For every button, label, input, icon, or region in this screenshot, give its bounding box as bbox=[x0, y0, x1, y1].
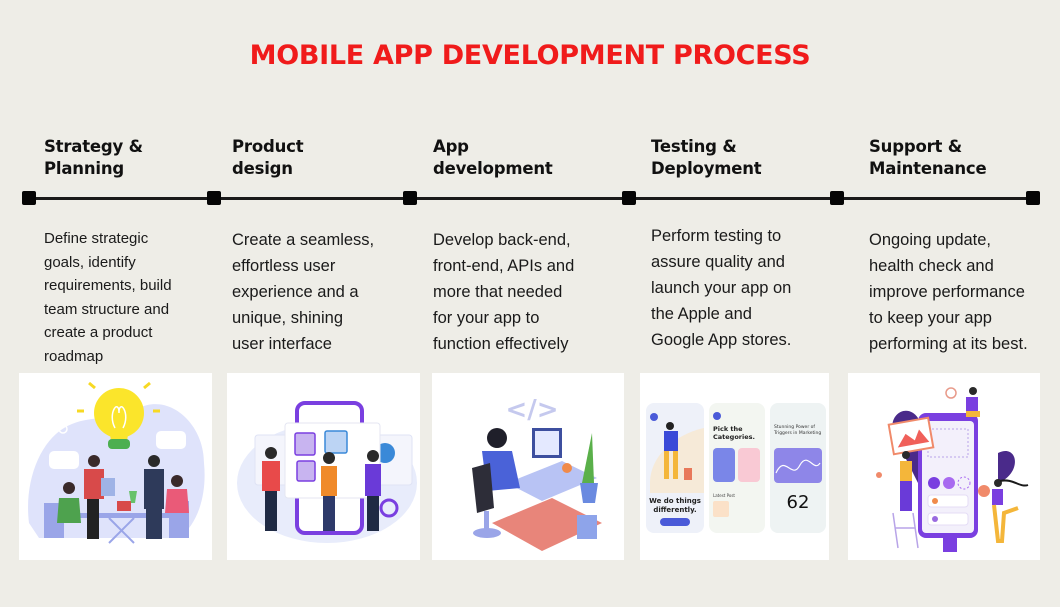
desc-line: improve performance bbox=[869, 283, 1025, 301]
step-3-title-line1: App bbox=[433, 137, 469, 156]
desc-line: to keep your app bbox=[869, 309, 992, 327]
desc-line: health check and bbox=[869, 257, 994, 275]
svg-text:62: 62 bbox=[787, 492, 810, 513]
timeline-marker-1 bbox=[22, 191, 36, 205]
step-1-title-line2: Planning bbox=[44, 159, 124, 178]
app-maintenance-team-illustration bbox=[848, 373, 1040, 560]
phone-design-icon bbox=[237, 401, 417, 543]
developer-at-desk-illustration: </> bbox=[432, 373, 624, 560]
step-1-description: Define strategic goals, identify require… bbox=[44, 227, 172, 368]
step-5-title-line1: Support & bbox=[869, 137, 962, 156]
desc-line: Develop back-end, bbox=[433, 231, 571, 249]
step-4-title-line2: Deployment bbox=[651, 159, 762, 178]
lightbulb-icon bbox=[28, 381, 205, 544]
timeline-marker-2 bbox=[207, 191, 221, 205]
step-3-description: Develop back-end, front-end, APIs and mo… bbox=[433, 227, 574, 357]
phone-maintenance-icon bbox=[876, 387, 1029, 552]
desc-line: Define strategic bbox=[44, 230, 149, 247]
timeline-marker-end bbox=[1026, 191, 1040, 205]
svg-text:Triggers in Marketing: Triggers in Marketing bbox=[773, 430, 821, 436]
desc-line: assure quality and bbox=[651, 253, 785, 271]
desc-line: performing at its best. bbox=[869, 335, 1028, 353]
step-2-description: Create a seamless, effortless user exper… bbox=[232, 227, 374, 357]
desc-line: for your app to bbox=[433, 309, 540, 327]
step-5-title-line2: Maintenance bbox=[869, 159, 987, 178]
step-1-title: Strategy & Planning bbox=[44, 136, 143, 180]
desc-line: the Apple and bbox=[651, 305, 752, 323]
code-brackets-icon: </> bbox=[472, 395, 602, 551]
step-2-title-line2: design bbox=[232, 159, 293, 178]
svg-text:We do things: We do things bbox=[649, 497, 701, 505]
step-2-title: Product design bbox=[232, 136, 304, 180]
desc-line: roadmap bbox=[44, 347, 104, 365]
app-screens-mockup-illustration: We do things differently. Pick the Categ… bbox=[640, 373, 829, 560]
step-3-title-line2: development bbox=[433, 159, 553, 178]
ui-design-team-phone-illustration bbox=[227, 373, 420, 560]
desc-line: effortless user bbox=[232, 257, 336, 275]
step-4-description: Perform testing to assure quality and la… bbox=[651, 223, 791, 353]
step-1-title-line1: Strategy & bbox=[44, 137, 143, 156]
desc-line: create a product bbox=[44, 324, 153, 341]
team-brainstorm-lightbulb-illustration bbox=[19, 373, 212, 560]
step-4-title: Testing & Deployment bbox=[651, 136, 762, 180]
desc-line: user interface bbox=[232, 335, 332, 353]
svg-text:Stunning Power of: Stunning Power of bbox=[774, 424, 815, 430]
step-5-title: Support & Maintenance bbox=[869, 136, 987, 180]
svg-text:Categories.: Categories. bbox=[713, 433, 755, 441]
desc-line: goals, identify bbox=[44, 253, 136, 271]
step-5-description: Ongoing update, health check and improve… bbox=[869, 227, 1028, 357]
desc-line: Perform testing to bbox=[651, 227, 782, 245]
step-4-title-line1: Testing & bbox=[651, 137, 737, 156]
desc-line: front-end, APIs and bbox=[433, 257, 575, 275]
svg-text:</>: </> bbox=[505, 395, 558, 425]
desc-line: more that needed bbox=[433, 283, 563, 301]
desc-line: Google App stores. bbox=[651, 331, 792, 349]
desc-line: Create a seamless, bbox=[232, 231, 375, 249]
desc-line: launch your app on bbox=[651, 279, 792, 297]
step-2-title-line1: Product bbox=[232, 137, 304, 156]
desc-line: unique, shining bbox=[232, 309, 344, 327]
app-screens-icon: We do things differently. Pick the Categ… bbox=[646, 403, 826, 533]
desc-line: function effectively bbox=[433, 335, 569, 353]
desc-line: requirements, build bbox=[44, 277, 172, 294]
timeline-line bbox=[26, 197, 1032, 200]
timeline-marker-5 bbox=[830, 191, 844, 205]
timeline-marker-3 bbox=[403, 191, 417, 205]
svg-text:Pick the: Pick the bbox=[713, 425, 743, 433]
svg-text:Latest Post: Latest Post bbox=[713, 493, 735, 498]
desc-line: team structure and bbox=[44, 300, 170, 318]
page-title: MOBILE APP DEVELOPMENT PROCESS bbox=[249, 40, 811, 71]
desc-line: experience and a bbox=[232, 283, 359, 301]
step-3-title: App development bbox=[433, 136, 553, 180]
timeline-marker-4 bbox=[622, 191, 636, 205]
desc-line: Ongoing update, bbox=[869, 231, 992, 249]
svg-text:differently.: differently. bbox=[653, 506, 696, 514]
